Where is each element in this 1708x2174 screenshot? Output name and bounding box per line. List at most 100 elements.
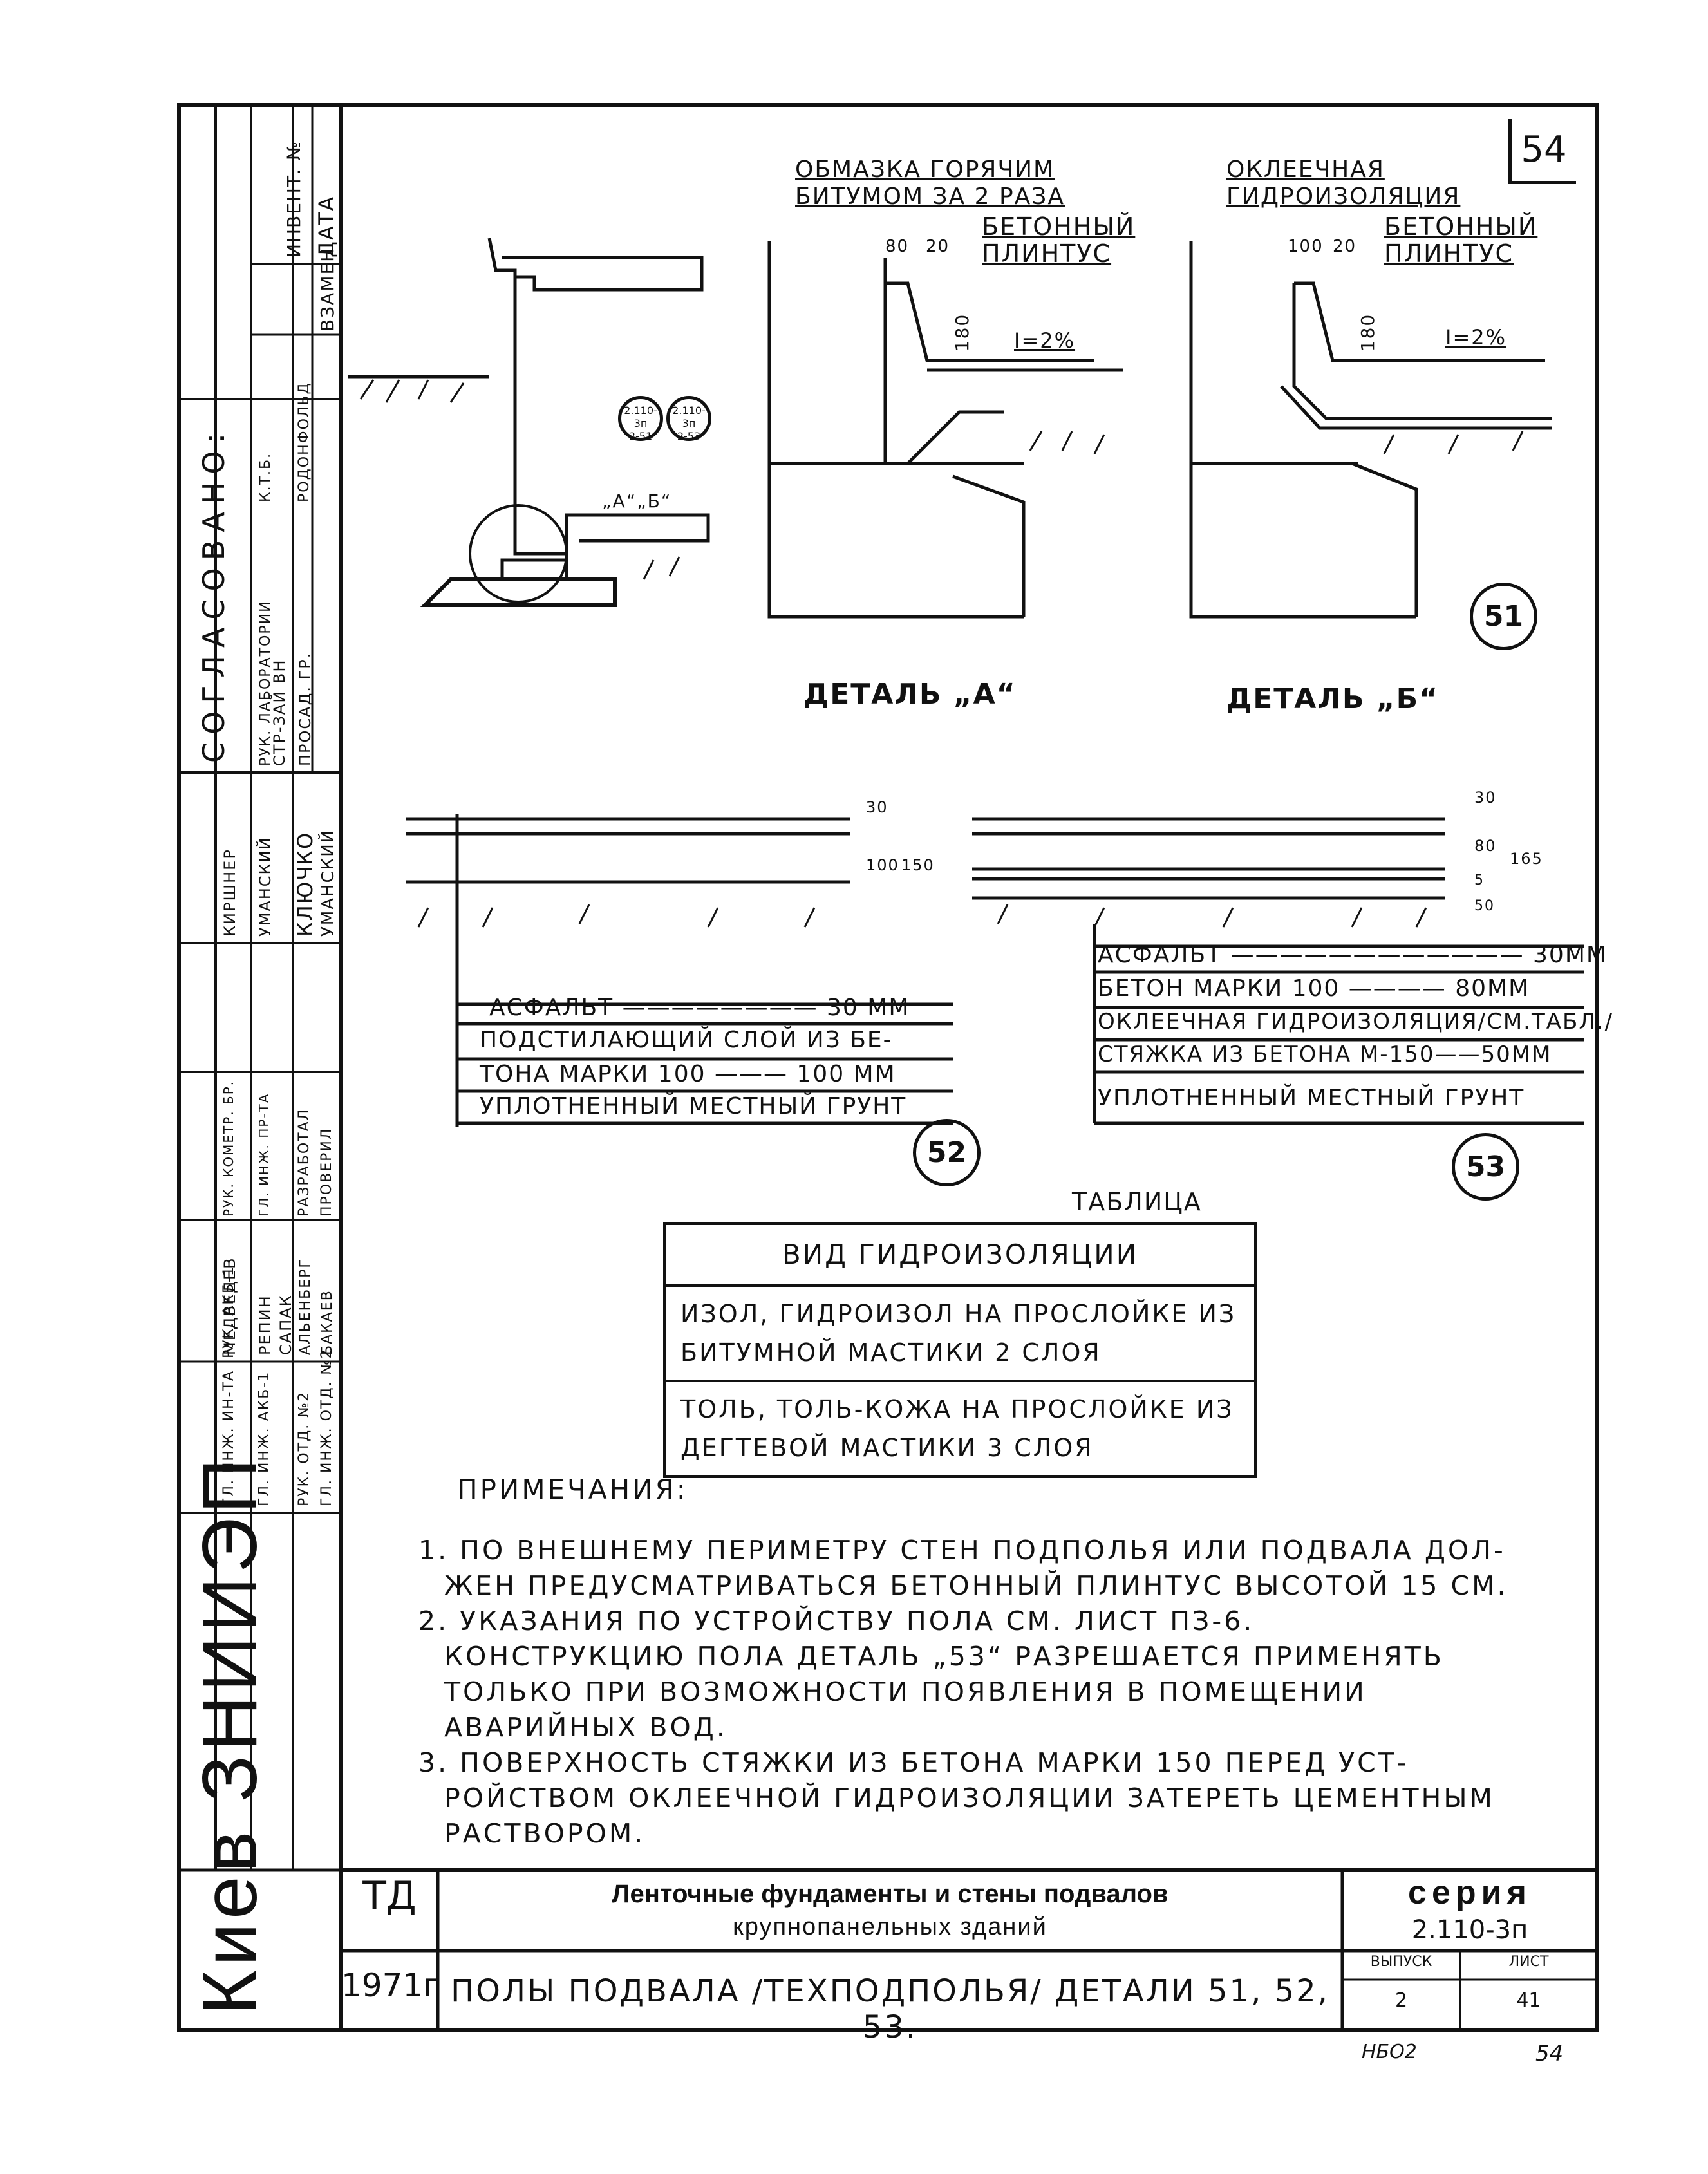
floor-53-dim-4: 50 (1474, 898, 1495, 914)
side-stamp-name-2: КЛЮЧКО (293, 831, 317, 937)
note-line: 1. ПО ВНЕШНЕМУ ПЕРИМЕТРУ СТЕН ПОДПОЛЬЯ И… (418, 1535, 1506, 1566)
title-block-title-line1: Ленточные фундаменты и стены подвалов (612, 1880, 1168, 1908)
detail-a-dim-2: 20 (926, 237, 950, 256)
floor-52-dim-3: 150 (901, 856, 935, 874)
floor-53-layer-5: УПЛОТНЕННЫЙ МЕСТНЫЙ ГРУНТ (1098, 1085, 1525, 1111)
side-stamp-agree-col-5: РОДОНФОЛЬД (296, 382, 312, 502)
floor-52-dim-1: 30 (866, 798, 888, 816)
detail-b-caption: ДЕТАЛЬ „Б“ (1226, 682, 1440, 715)
side-stamp-role: ГЛ. ИНЖ. ИН-ТА (221, 1369, 237, 1506)
title-block-year: 1971г (341, 1967, 440, 2004)
title-block-issue-label: выпуск (1370, 1954, 1432, 1970)
detail-a-dim-1: 80 (885, 237, 910, 256)
side-stamp-role: РУК. ОТД. №2 (296, 1391, 312, 1506)
section-ref-right-top: 2.110-3п (672, 404, 706, 429)
section-ref-right-bottom: 2-53 (677, 430, 701, 442)
side-stamp-name: АЛЬЕНБЕРГ (297, 1258, 314, 1355)
title-block-issue-value: 2 (1394, 1989, 1408, 2012)
footer-code: НБО2 (1362, 2041, 1417, 2063)
note-line: 2. УКАЗАНИЯ ПО УСТРОЙСТВУ ПОЛА СМ. ЛИСТ … (418, 1606, 1255, 1636)
detail-b-slope: i=2% (1445, 325, 1507, 350)
table-row-2-line-2: ДЕГТЕВОЙ МАСТИКИ 3 СЛОЯ (680, 1434, 1094, 1462)
side-stamp-agreed: СОГЛАСОВАНО: (196, 425, 231, 763)
detail-a-coat-line2: БИТУМОМ ЗА 2 РАЗА (795, 183, 1065, 210)
table-row-1-line-1: ИЗОЛ, ГИДРОИЗОЛ НА ПРОСЛОЙКЕ ИЗ (680, 1300, 1237, 1328)
note-line: АВАРИЙНЫХ ВОД. (444, 1712, 727, 1743)
floor-52-layer-2: ПОДСТИЛАЮЩИЙ СЛОЙ ИЗ БЕ- (480, 1027, 893, 1053)
section-ref-left: 2.110-3п 2-51 (618, 396, 663, 442)
table-header: ВИД ГИДРОИЗОЛЯЦИИ (782, 1239, 1139, 1270)
detail-a-dim-3: 180 (952, 313, 973, 352)
side-stamp-inv: ИНВЕНТ. № (283, 140, 305, 258)
floor-53-dim-2: 80 (1474, 837, 1497, 855)
title-block-series-value: 2.110-3п (1411, 1915, 1528, 1945)
detail-52-circle: 52 (913, 1119, 981, 1186)
footer-page: 54 (1535, 2041, 1564, 2066)
title-block-subtitle: ПОЛЫ ПОДВАЛА /ТЕХПОДПОЛЬЯ/ ДЕТАЛИ 51, 52… (451, 1973, 1329, 2045)
side-stamp-replace: ВЗАМЕН (317, 247, 338, 332)
detail-a-plinth-line2: ПЛИНТУС (982, 239, 1112, 268)
title-block-series-label: серия (1408, 1874, 1532, 1911)
notes-title: ПРИМЕЧАНИЯ: (457, 1474, 688, 1505)
side-stamp-role: ГЛ. ИНЖ. ОТД. №2 (319, 1348, 335, 1506)
detail-51-circle: 51 (1470, 583, 1537, 650)
sheet-number-top: 54 (1508, 119, 1576, 184)
side-stamp-role-2: РУК. КОМЕТР. БР. (221, 1080, 236, 1217)
detail-b-dim-3: 180 (1357, 313, 1379, 352)
side-stamp-name: САПАК (277, 1294, 295, 1355)
side-stamp-name-2: УМАНСКИЙ (319, 829, 338, 937)
floor-53-dim-3: 5 (1474, 872, 1485, 888)
floor-52-layer-1: АСФАЛЬТ ———————— 30 мм (489, 995, 910, 1021)
title-block-sheet-value: 41 (1516, 1989, 1541, 2012)
table-row-2-line-1: ТОЛЬ, ТОЛЬ-КОЖА НА ПРОСЛОЙКЕ ИЗ (680, 1395, 1234, 1423)
note-line: ЖЕН ПРЕДУСМАТРИВАТЬСЯ БЕТОННЫЙ ПЛИНТУС В… (444, 1570, 1508, 1601)
table-caption: ТАБЛИЦА (1072, 1188, 1202, 1216)
floor-52-dim-2: 100 (866, 856, 899, 874)
side-stamp-name: РЕПИН (256, 1295, 274, 1355)
floor-53-dim-5: 165 (1510, 850, 1543, 868)
detail-b-dim-2: 20 (1333, 237, 1357, 256)
side-stamp-role-2: РАЗРАБОТАЛ (296, 1108, 312, 1217)
detail-b-glue-line2: ГИДРОИЗОЛЯЦИЯ (1226, 183, 1461, 210)
section-ref-left-bottom: 2-51 (628, 430, 653, 442)
floor-52-layer-4: УПЛОТНЕННЫЙ МЕСТНЫЙ ГРУНТ (480, 1093, 907, 1120)
notes-section: ПРИМЕЧАНИЯ: 1. ПО ВНЕШНЕМУ ПЕРИМЕТРУ СТЕ… (418, 1472, 1590, 1851)
note-line: РОЙСТВОМ ОКЛЕЕЧНОЙ ГИДРОИЗОЛЯЦИИ ЗАТЕРЕТ… (444, 1783, 1495, 1813)
side-stamp-name-2: УМАНСКИЙ (256, 836, 274, 937)
detail-mark: „А“„Б“ (602, 491, 672, 512)
side-stamp-role-2: ПРОВЕРИЛ (319, 1127, 335, 1217)
side-stamp-agree-col-3: ПРОСАД. ГР. (296, 651, 314, 766)
floor-53-layer-3: ОКЛЕЕЧНАЯ ГИДРОИЗОЛЯЦИЯ/см.табл./ (1098, 1009, 1614, 1035)
floor-53-layer-1: АСФАЛЬТ ———————————— 30мм (1098, 942, 1608, 968)
note-line: КОНСТРУКЦИЮ ПОЛА ДЕТАЛЬ „53“ РАЗРЕШАЕТСЯ… (444, 1641, 1444, 1672)
side-stamp-org: Киев ЗНИИЭП (187, 1454, 273, 2015)
side-stamp-role-2: ГЛ. ИНЖ. ПР-ТА (256, 1092, 272, 1217)
table-row: ИЗОЛ, ГИДРОИЗОЛ НА ПРОСЛОЙКЕ ИЗ БИТУМНОЙ… (666, 1284, 1254, 1380)
section-ref-left-top: 2.110-3п (624, 404, 657, 429)
side-stamp-name: МЕДВЕДЕВ (221, 1257, 239, 1355)
floor-53-layer-2: БЕТОН МАРКИ 100 ———— 80мм (1098, 975, 1530, 1002)
detail-a-slope: i=2% (1014, 328, 1076, 353)
note-line: РАСТВОРОМ. (444, 1818, 646, 1849)
side-stamp-name-2: КИРШНЕР (221, 848, 239, 937)
detail-a-coat-line1: ОБМАЗКА ГОРЯЧИМ (795, 156, 1055, 183)
detail-a-caption: ДЕТАЛЬ „А“ (803, 678, 1017, 711)
detail-b-dim-1: 100 (1288, 237, 1324, 256)
waterproofing-table: ВИД ГИДРОИЗОЛЯЦИИ ИЗОЛ, ГИДРОИЗОЛ НА ПРО… (663, 1222, 1257, 1478)
note-line: 3. ПОВЕРХНОСТЬ СТЯЖКИ ИЗ БЕТОНА МАРКИ 15… (418, 1747, 1409, 1778)
floor-53-dim-1: 30 (1474, 789, 1497, 807)
detail-53-circle: 53 (1452, 1133, 1519, 1201)
detail-b-glue-line1: ОКЛЕЕЧНАЯ (1226, 156, 1385, 183)
title-block-title-line2: крупнопанельных зданий (733, 1913, 1047, 1940)
title-block-sheet-label: лист (1508, 1954, 1549, 1970)
title-block-td: ТД (362, 1873, 417, 1918)
floor-52-layer-3: ТОНА МАРКИ 100 ——— 100 мм (480, 1061, 896, 1087)
side-stamp-agree-col-2: СТР-ЗАЙ ВН (270, 659, 288, 766)
note-line: ТОЛЬКО ПРИ ВОЗМОЖНОСТИ ПОЯВЛЕНИЯ В ПОМЕЩ… (444, 1676, 1367, 1707)
side-stamp-agree-col-4: К.Т.Б. (258, 452, 274, 502)
side-stamp-role: ГЛ. ИНЖ. АКБ-1 (256, 1371, 272, 1506)
detail-b-plinth-line2: ПЛИНТУС (1384, 239, 1514, 268)
detail-a-plinth-line1: БЕТОННЫЙ (982, 212, 1136, 241)
